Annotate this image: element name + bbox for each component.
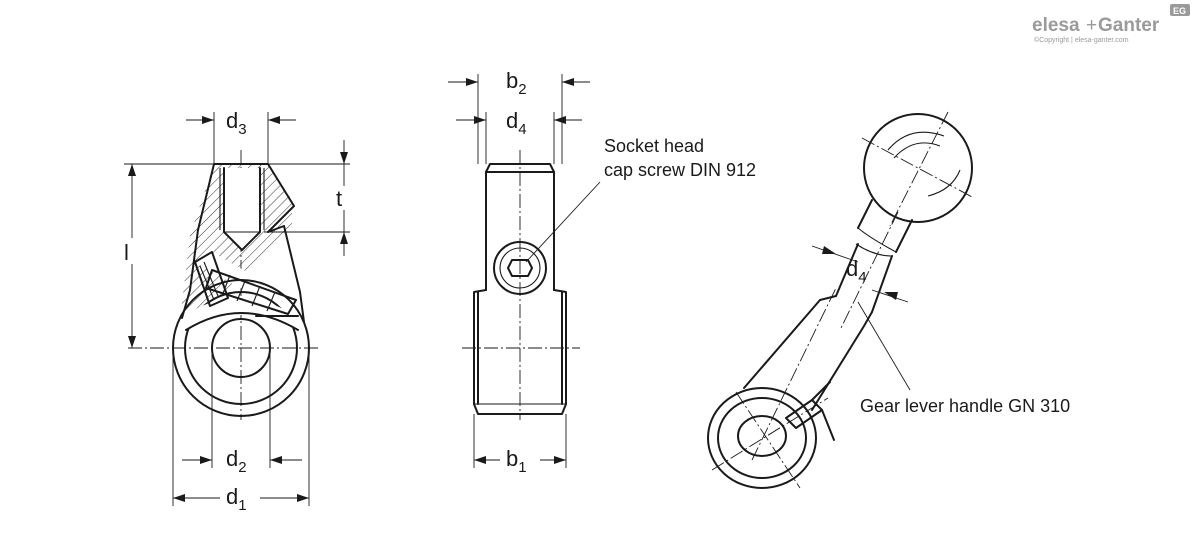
svg-text:d1: d1 [226, 484, 247, 514]
svg-text:b2: b2 [506, 68, 527, 98]
dim-t: t [264, 140, 356, 256]
side-view: b2 d4 b1 Socket head cap screw DIN 91 [448, 68, 756, 476]
b1-sub: 1 [518, 459, 526, 476]
section-ring-top [185, 312, 299, 331]
b2-label: b [506, 68, 518, 93]
brand-badge [1170, 4, 1190, 16]
dim-d4-side: d4 [456, 108, 582, 164]
callout-screw-line2: cap screw DIN 912 [604, 160, 756, 180]
svg-text:d4: d4 [506, 108, 527, 138]
callout-gear-lever: Gear lever handle GN 310 [857, 301, 1070, 416]
isometric-view: d4 Gear lever handle GN 310 [707, 111, 1070, 489]
ball-knob [861, 111, 975, 227]
d4-iso-label: d [846, 256, 858, 281]
side-top-chamfer [485, 163, 555, 173]
callout-handle-text: Gear lever handle GN 310 [860, 396, 1070, 416]
section-slot-outline [267, 225, 305, 323]
b2-sub: 2 [518, 81, 526, 98]
brand-name-right: Ganter [1098, 15, 1160, 36]
lever-rod [835, 243, 893, 313]
section-view: d3 l t d2 [120, 108, 356, 514]
d3-label: d [226, 108, 238, 133]
d1-label: d [226, 484, 238, 509]
l-label: l [124, 240, 129, 265]
callout-socket-screw: Socket head cap screw DIN 912 [525, 136, 756, 263]
dim-d4-iso: d4 [811, 245, 909, 303]
b1-label: b [506, 446, 518, 471]
callout-screw-line1: Socket head [604, 136, 704, 156]
svg-text:d3: d3 [226, 108, 247, 138]
svg-text:b1: b1 [506, 446, 527, 476]
svg-text:d4: d4 [846, 256, 867, 286]
brand-plus: + [1086, 15, 1097, 36]
thread-bore [223, 167, 261, 251]
brand-badge-text: EG [1173, 6, 1186, 16]
lever-hub [707, 287, 837, 489]
d3-sub: 3 [238, 121, 246, 138]
d4-side-sub: 4 [518, 121, 526, 138]
clamp-screw [194, 251, 297, 315]
d2-sub: 2 [238, 459, 246, 476]
brand-copyright: ©Copyright | elesa-ganter.com [1034, 36, 1129, 44]
d1-sub: 1 [238, 497, 246, 514]
dim-l: l [120, 163, 214, 348]
dim-d1: d1 [172, 350, 310, 514]
dim-b1: b1 [473, 414, 567, 476]
dim-d2: d2 [182, 350, 302, 476]
d2-label: d [226, 446, 238, 471]
section-body-outline [181, 163, 295, 319]
d4-side-label: d [506, 108, 518, 133]
side-screw-head [493, 241, 547, 295]
dim-b2: b2 [448, 68, 590, 164]
svg-text:d2: d2 [226, 446, 247, 476]
dim-d3: d3 [186, 108, 296, 164]
t-label: t [336, 186, 342, 211]
lever-taper [743, 295, 873, 411]
knob-neck [857, 199, 913, 253]
brand-name-left: elesa [1032, 15, 1080, 36]
brand-logo: elesa + Ganter EG ©Copyright | elesa-gan… [1032, 4, 1190, 44]
section-bore [211, 318, 271, 378]
side-ring-outline [473, 289, 567, 415]
d4-iso-sub: 4 [858, 269, 866, 286]
